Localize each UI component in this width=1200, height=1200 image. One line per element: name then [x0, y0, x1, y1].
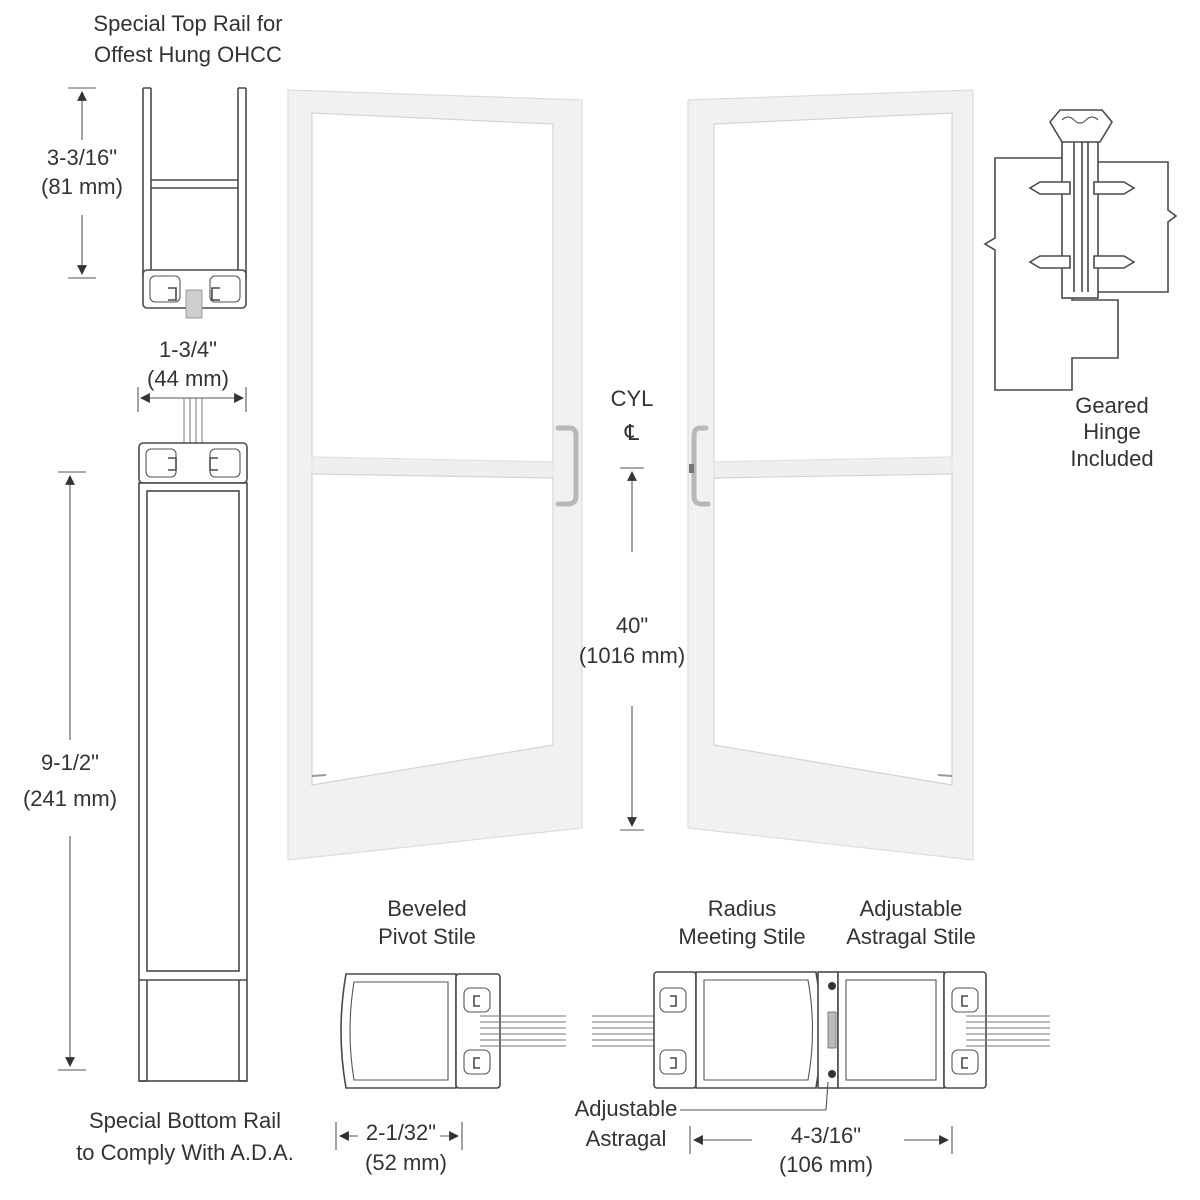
depth-mm: (44 mm) [147, 366, 229, 391]
top-height-mm: (81 mm) [41, 174, 123, 199]
meeting-caption-line1: Radius [708, 896, 776, 921]
bottom-height-in: 9-1/2" [41, 750, 99, 775]
top-rail-section: Special Top Rail for Offest Hung OHCC 3-… [41, 11, 283, 319]
bottom-rail-profile [138, 442, 248, 1082]
meeting-width-mm: (106 mm) [779, 1152, 873, 1177]
hinge-caption-line2: Hinge [1083, 419, 1140, 444]
cyl-label: CYL [611, 386, 654, 411]
hinge-caption-line3: Included [1070, 446, 1153, 471]
top-rail-caption-line1: Special Top Rail for [93, 11, 282, 36]
top-rail-caption-line2: Offest Hung OHCC [94, 42, 282, 67]
astragal-caption-line2: Astragal [586, 1126, 667, 1151]
hinge-caption-line1: Geared [1075, 393, 1148, 418]
bottom-height-mm: (241 mm) [23, 786, 117, 811]
pivot-stile-section: Beveled Pivot Stile 2-1/32" (52 mm) [335, 896, 566, 1175]
cyl-height-mm: (1016 mm) [579, 643, 685, 668]
pivot-width-in: 2-1/32" [366, 1120, 436, 1145]
astragal-stile-caption-line2: Astragal Stile [846, 924, 976, 949]
pivot-width-mm: (52 mm) [365, 1150, 447, 1175]
cylinder-lock [689, 464, 694, 473]
pivot-caption-line2: Pivot Stile [378, 924, 476, 949]
pivot-caption-line1: Beveled [387, 896, 467, 921]
bottom-rail-section: 1-3/4" (44 mm) [23, 337, 294, 1165]
cyl-height-in: 40" [616, 613, 648, 638]
left-door [287, 89, 583, 861]
right-door [687, 89, 974, 861]
astragal-leader-tip [825, 1081, 829, 1111]
astragal-caption-line1: Adjustable [575, 1096, 678, 1121]
top-height-in: 3-3/16" [47, 145, 117, 170]
meeting-stile-section: Radius Meeting Stile Adjustable Astragal… [575, 896, 1050, 1177]
meeting-caption-line2: Meeting Stile [678, 924, 805, 949]
cylinder-dimension: CYL ℄ 40" (1016 mm) [579, 386, 685, 831]
bottom-rail-glass [183, 398, 203, 448]
meeting-width-in: 4-3/16" [791, 1123, 861, 1148]
depth-in: 1-3/4" [159, 337, 217, 362]
left-door-handle [555, 425, 579, 507]
astragal-stile-caption-line1: Adjustable [860, 896, 963, 921]
bottom-rail-caption-line1: Special Bottom Rail [89, 1108, 281, 1133]
top-rail-profile [142, 87, 247, 319]
geared-hinge-detail [983, 109, 1178, 391]
cyl-centerline-symbol: ℄ [624, 420, 640, 445]
bottom-rail-caption-line2: to Comply With A.D.A. [76, 1140, 294, 1165]
